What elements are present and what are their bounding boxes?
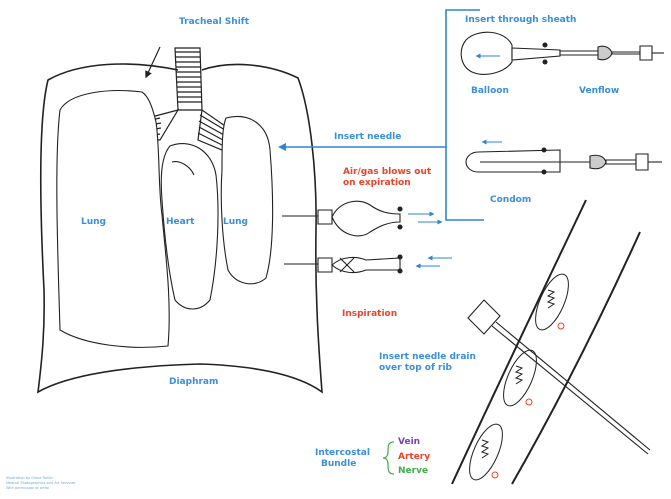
expiration-valve [282, 201, 402, 236]
air-gas-label-line1: Air/gas blows out [343, 167, 431, 178]
lung-left-label: Lung [81, 217, 106, 228]
diaphragm-label: Diaphram [169, 377, 218, 388]
intercostal-bundles [463, 270, 575, 485]
heart-label: Heart [166, 217, 194, 228]
air-gas-label-line2: on expiration [343, 178, 411, 189]
inspiration-label: Inspiration [342, 309, 397, 320]
insert-through-sheath-label: Insert through sheath [465, 15, 576, 26]
intercostal-label-line2: Bundle [321, 459, 356, 470]
needle-drain-label-line2: over top of rib [379, 363, 452, 374]
insert-needle-label: Insert needle [334, 132, 401, 143]
needle-drain-label-line1: Insert needle drain [379, 352, 476, 363]
left-lung [57, 91, 169, 348]
artery-label: Artery [398, 452, 430, 463]
inspiration-valve [284, 255, 402, 273]
balloon-device [461, 32, 664, 74]
intercostal-brace [383, 442, 394, 474]
condom-label: Condom [490, 195, 531, 206]
condom-device [466, 148, 662, 174]
right-lung [221, 117, 272, 284]
intercostal-label-line1: Intercostal [315, 448, 370, 459]
tracheal-shift-label: Tracheal Shift [179, 17, 249, 28]
vein-label: Vein [398, 437, 420, 448]
lung-right-label: Lung [223, 217, 248, 228]
nerve-label: Nerve [398, 466, 428, 477]
tracheal-shift-arrow [147, 47, 160, 75]
venflow-label: Venflow [579, 86, 619, 97]
credit-line-3: With permission of artist [6, 486, 49, 491]
balloon-label: Balloon [471, 86, 509, 97]
